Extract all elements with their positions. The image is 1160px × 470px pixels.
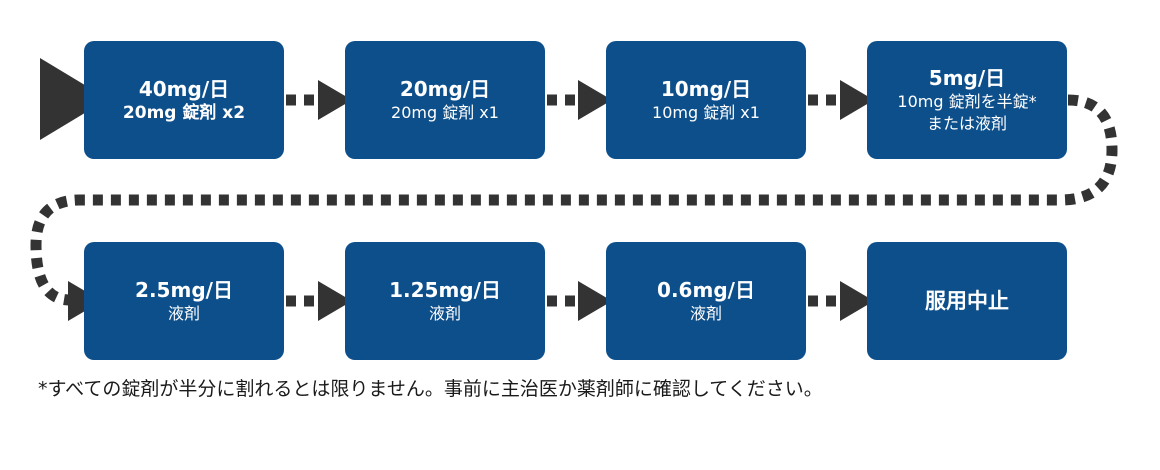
- step-detail: 液剤: [428, 304, 461, 323]
- step-dose: 40mg/日: [138, 77, 230, 101]
- step-detail-alt: または液剤: [926, 114, 1007, 133]
- footnote: *すべての錠剤が半分に割れるとは限りません。事前に主治医か薬剤師に確認してくださ…: [38, 378, 823, 400]
- arrowhead-6-7: [578, 281, 612, 321]
- step-box-5mg: 5mg/日 10mg 錠剤を半錠* または液剤: [867, 41, 1067, 159]
- step-detail: 10mg 錠剤を半錠*: [897, 92, 1037, 111]
- step-dose: 服用中止: [925, 289, 1009, 313]
- start-arrowhead: [40, 58, 108, 140]
- step-detail: 20mg 錠剤 x1: [391, 103, 499, 122]
- step-dose: 1.25mg/日: [389, 278, 501, 302]
- step-box-2-5mg: 2.5mg/日 液剤: [84, 242, 284, 360]
- step-detail: 20mg 錠剤 x2: [122, 103, 246, 123]
- step-box-0-6mg: 0.6mg/日 液剤: [606, 242, 806, 360]
- step-detail: 液剤: [689, 304, 722, 323]
- arrowhead-5-6: [318, 281, 352, 321]
- step-dose: 2.5mg/日: [135, 278, 233, 302]
- step-dose: 20mg/日: [399, 77, 491, 101]
- step-box-40mg: 40mg/日 20mg 錠剤 x2: [84, 41, 284, 159]
- arrowhead-3-4: [840, 80, 874, 120]
- step-box-stop: 服用中止: [867, 242, 1067, 360]
- step-dose: 10mg/日: [660, 77, 752, 101]
- arrowhead-1-2: [318, 80, 352, 120]
- step-box-1-25mg: 1.25mg/日 液剤: [345, 242, 545, 360]
- step-box-20mg: 20mg/日 20mg 錠剤 x1: [345, 41, 545, 159]
- step-box-10mg: 10mg/日 10mg 錠剤 x1: [606, 41, 806, 159]
- step-dose: 0.6mg/日: [657, 278, 755, 302]
- arrowhead-7-8: [840, 281, 874, 321]
- arrowhead-2-3: [578, 80, 612, 120]
- step-detail: 10mg 錠剤 x1: [652, 103, 760, 122]
- step-detail: 液剤: [167, 304, 200, 323]
- step-dose: 5mg/日: [928, 66, 1006, 90]
